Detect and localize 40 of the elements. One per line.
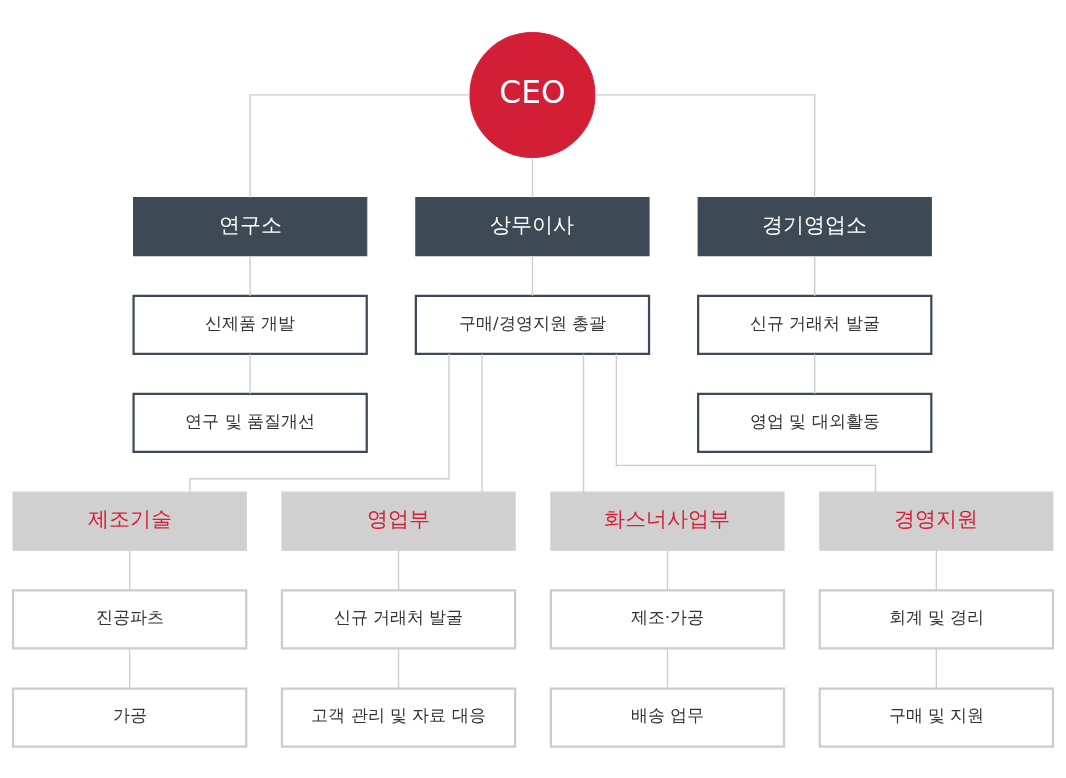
connector bbox=[582, 353, 585, 493]
connector bbox=[935, 549, 937, 591]
node-box: 구매/경영지원 총괄 bbox=[414, 294, 651, 355]
node-box: 배송 업무 bbox=[549, 686, 786, 748]
connector bbox=[814, 353, 816, 395]
connector bbox=[129, 647, 131, 689]
node-box: 연구 및 품질개선 bbox=[132, 392, 368, 453]
node-box: 제조·가공 bbox=[549, 588, 786, 649]
node-box: 화스너사업부 bbox=[550, 491, 785, 551]
connector bbox=[397, 549, 400, 591]
connector bbox=[814, 254, 816, 296]
connector bbox=[531, 254, 534, 296]
connector bbox=[531, 156, 534, 198]
node-box: 고객 관리 및 자료 대응 bbox=[280, 686, 517, 748]
connector bbox=[666, 549, 669, 591]
node-box: 진공파츠 bbox=[11, 588, 248, 649]
connector bbox=[397, 647, 400, 689]
node-box: 연구소 bbox=[133, 196, 368, 256]
node-box: 가공 bbox=[11, 686, 248, 748]
node-box: 신제품 개발 bbox=[132, 294, 368, 355]
connector bbox=[615, 352, 877, 493]
node-box: 회계 및 경리 bbox=[818, 588, 1055, 649]
node-box: 상무이사 bbox=[415, 196, 650, 256]
node-circle: CEO bbox=[469, 31, 596, 158]
connector bbox=[249, 254, 251, 296]
connector bbox=[666, 647, 669, 689]
node-box: 경기영업소 bbox=[697, 196, 932, 256]
connector bbox=[481, 353, 483, 493]
connector bbox=[249, 93, 471, 198]
node-box: 신규 거래처 발굴 bbox=[280, 588, 517, 649]
node-box: 구매 및 지원 bbox=[818, 686, 1055, 748]
node-box: 신규 거래처 발굴 bbox=[697, 294, 933, 355]
connector bbox=[129, 549, 131, 591]
connector bbox=[935, 647, 937, 689]
node-box: 경영지원 bbox=[819, 491, 1054, 551]
node-box: 영업부 bbox=[281, 491, 516, 551]
connector bbox=[249, 353, 251, 395]
connector bbox=[594, 93, 816, 198]
node-box: 영업 및 대외활동 bbox=[697, 392, 933, 453]
node-box: 제조기술 bbox=[12, 491, 247, 551]
